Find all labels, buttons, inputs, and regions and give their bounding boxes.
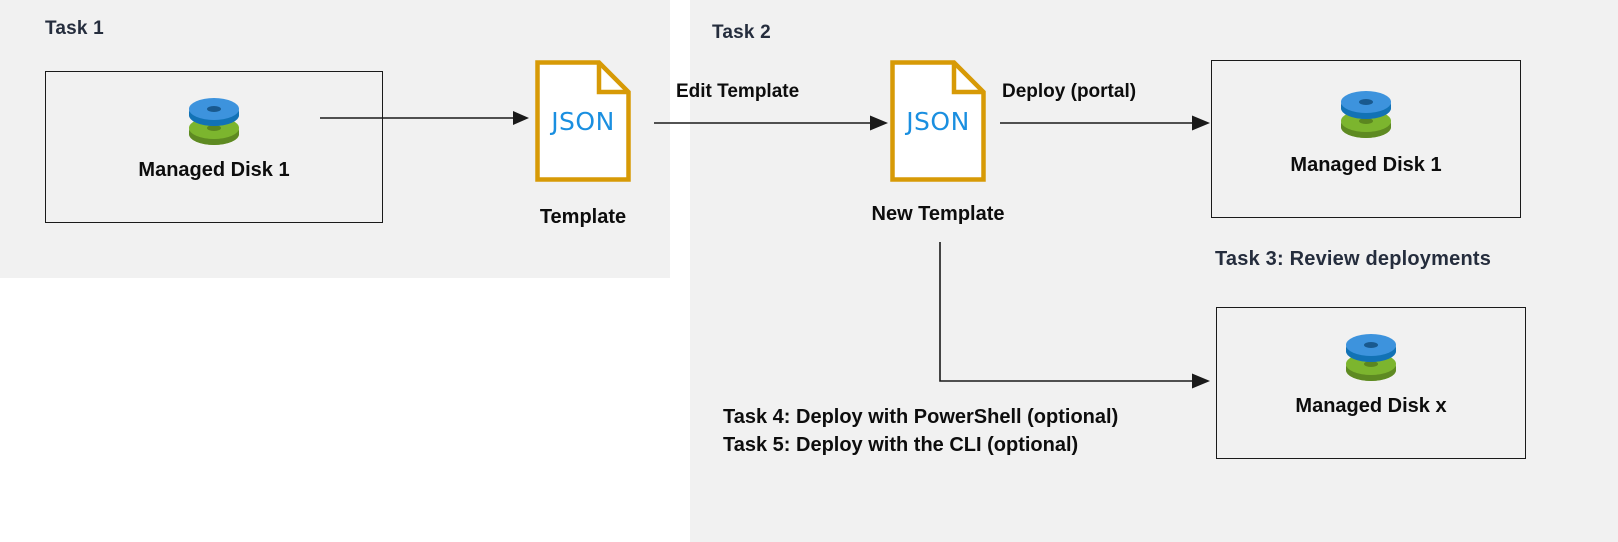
json-glyph-label: JSON bbox=[906, 107, 970, 136]
json-file-icon bbox=[890, 60, 986, 182]
deploy-portal-label: Deploy (portal) bbox=[1002, 81, 1137, 102]
managed-disk-1-box-task1[interactable]: Managed Disk 1 bbox=[45, 71, 383, 223]
edit-template-label: Edit Template bbox=[676, 81, 800, 102]
arrow-edit-template bbox=[654, 115, 888, 131]
managed-disk-icon bbox=[185, 94, 243, 155]
managed-disk-1-box-task2[interactable]: Managed Disk 1 bbox=[1211, 60, 1521, 218]
json-file-icon bbox=[535, 60, 631, 182]
arrow-disk-to-template bbox=[320, 111, 529, 125]
task-2-label: Task 2 bbox=[712, 22, 771, 43]
managed-disk-1-caption-task1: Managed Disk 1 bbox=[138, 159, 290, 181]
arrow-deploy-portal bbox=[1000, 115, 1210, 131]
task-5-note: Task 5: Deploy with the CLI (optional) bbox=[723, 434, 1079, 456]
template-caption: Template bbox=[539, 206, 627, 228]
managed-disk-x-caption: Managed Disk x bbox=[1295, 395, 1447, 417]
new-template-json-file[interactable]: JSON bbox=[890, 60, 986, 182]
arrow-deploy-scripted bbox=[939, 242, 1210, 389]
managed-disk-1-caption-task2: Managed Disk 1 bbox=[1290, 154, 1442, 176]
template-json-file[interactable]: JSON bbox=[535, 60, 631, 182]
json-glyph-label: JSON bbox=[551, 107, 615, 136]
panel-gutter bbox=[670, 0, 690, 542]
managed-disk-x-box[interactable]: Managed Disk x bbox=[1216, 307, 1526, 459]
task-4-note: Task 4: Deploy with PowerShell (optional… bbox=[723, 406, 1119, 428]
managed-disk-icon bbox=[1342, 330, 1400, 391]
task-1-label: Task 1 bbox=[45, 18, 104, 39]
task-3-note: Task 3: Review deployments bbox=[1215, 248, 1492, 270]
managed-disk-icon bbox=[1337, 87, 1395, 148]
new-template-caption: New Template bbox=[871, 203, 1005, 225]
